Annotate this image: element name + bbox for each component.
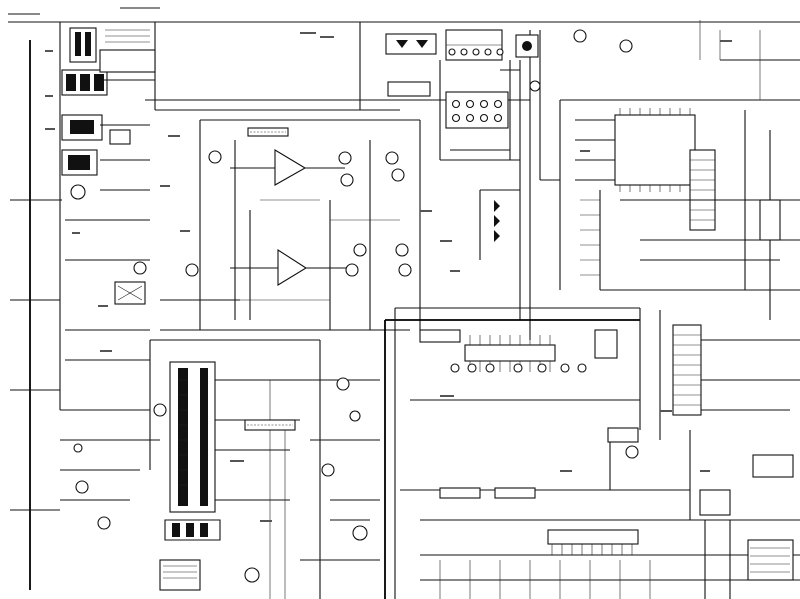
lower-middle-section <box>244 340 380 599</box>
left-middle-section <box>60 219 320 530</box>
signal-ic-section <box>384 199 800 599</box>
microcontroller-section <box>559 20 800 320</box>
top-middle-ics <box>359 22 633 260</box>
amplifier-section <box>160 119 421 331</box>
power-rails <box>8 7 800 590</box>
left-connectors <box>61 27 156 200</box>
reference-marks <box>45 32 732 522</box>
transformer <box>159 361 300 591</box>
bottom-section <box>400 427 800 599</box>
